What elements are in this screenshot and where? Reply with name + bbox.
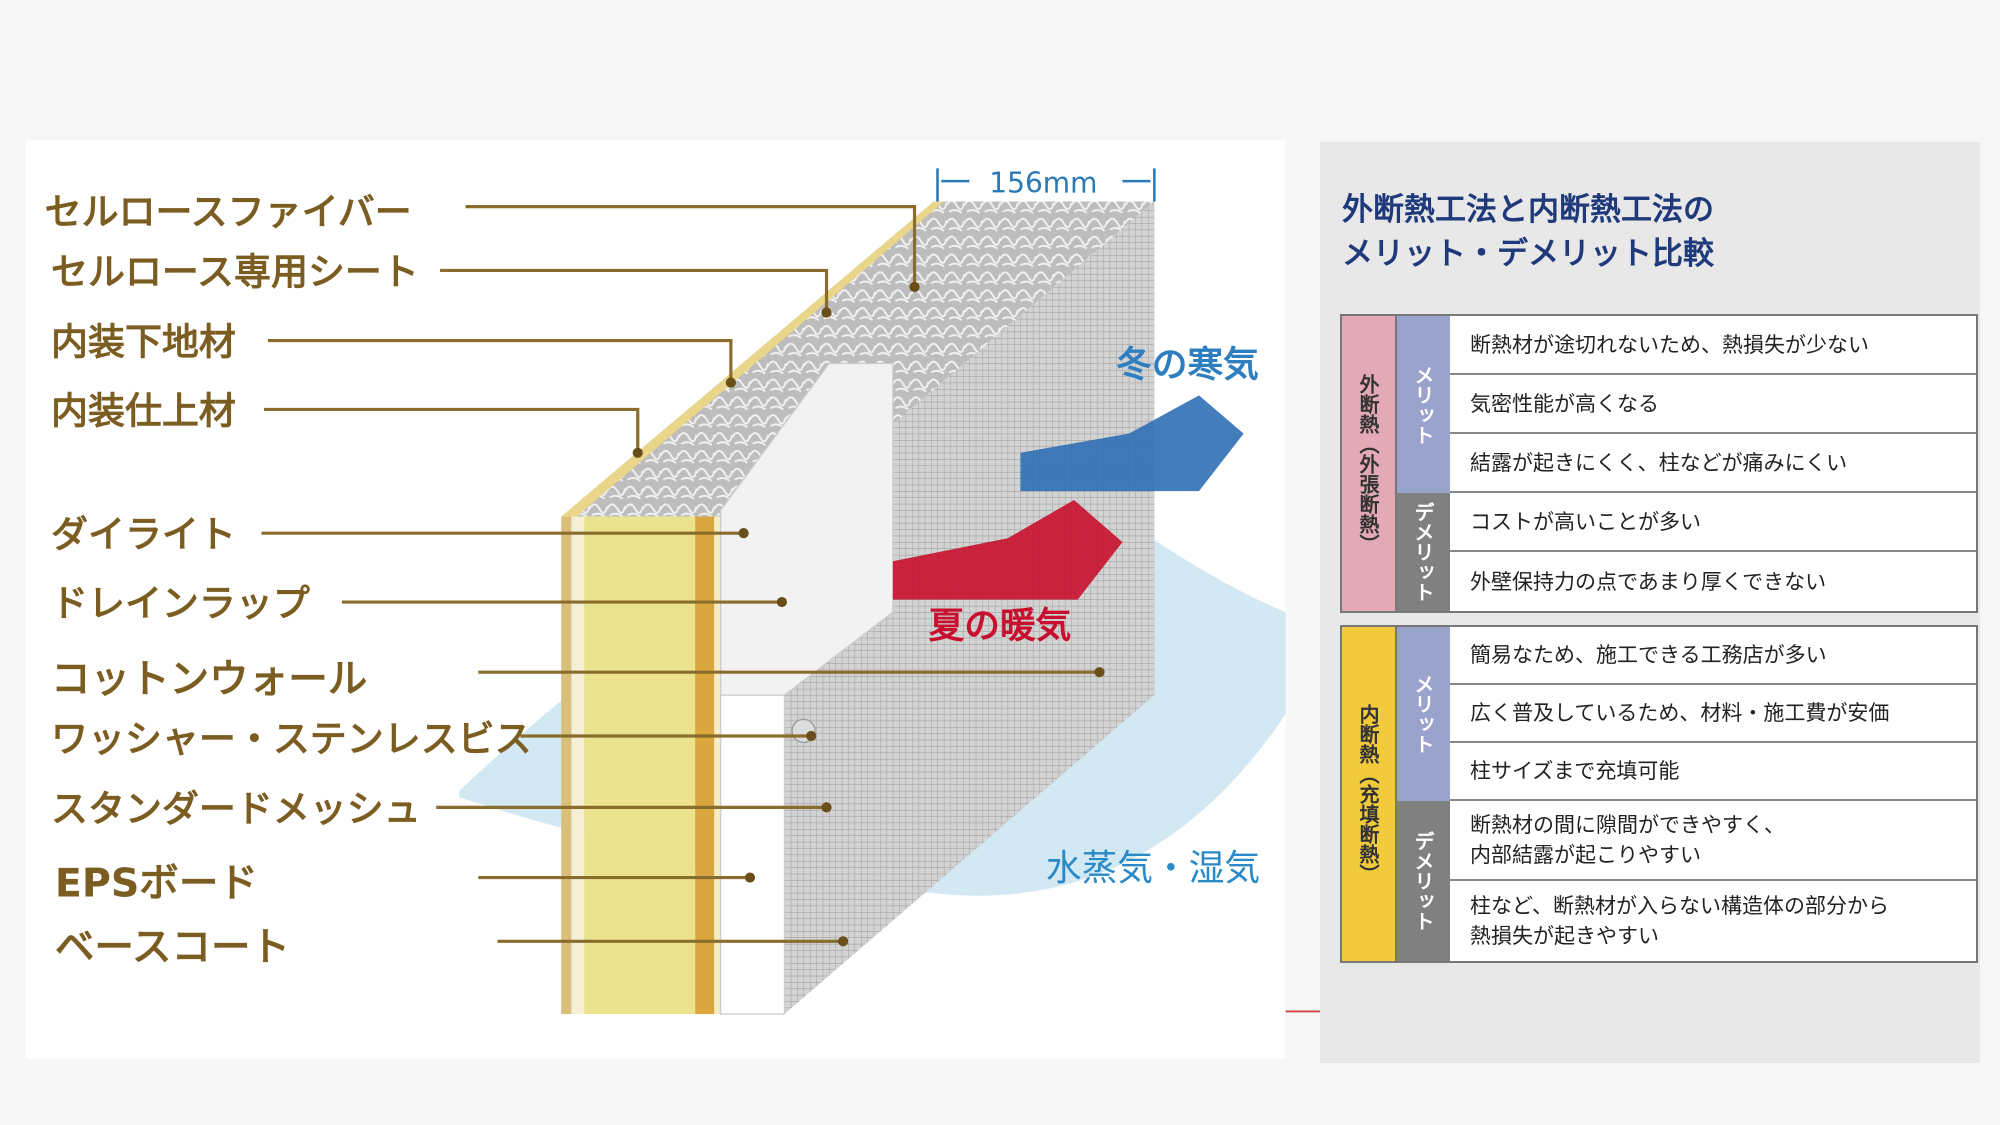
external-insulation-table: 外断熱（外張断熱） メリット 断熱材が途切れないため、熱損失が少ない 気密性能が…: [1340, 314, 1978, 613]
mesh-face: [784, 201, 1155, 1015]
external-merit-2: 気密性能が高くなる: [1450, 375, 1976, 434]
comparison-panel: 外断熱工法と内断熱工法の メリット・デメリット比較 外断熱（外張断熱） メリット…: [1320, 142, 1980, 1063]
label-cellulose-sheet: セルロース専用シート: [51, 250, 419, 293]
label-standard-mesh: スタンダードメッシュ: [51, 787, 421, 830]
internal-merit-1: 簡易なため、施工できる工務店が多い: [1450, 627, 1976, 685]
external-category: 外断熱（外張断熱）: [1342, 316, 1397, 611]
label-interior-finish: 内装仕上材: [51, 389, 236, 432]
winter-air-label: 冬の寒気: [1116, 344, 1259, 385]
cellulose-layer: [584, 516, 696, 1015]
internal-merit-label: メリット: [1397, 627, 1450, 801]
label-cellulose-fiber: セルロースファイバー: [45, 190, 412, 233]
external-demerit-label: デメリット: [1397, 493, 1450, 611]
internal-merit-3: 柱サイズまで充填可能: [1450, 743, 1976, 801]
title-line-2: メリット・デメリット比較: [1342, 236, 1714, 272]
label-eps-board: EPSボード: [55, 861, 258, 907]
winter-arrow: [1020, 395, 1244, 492]
leader-lines: [261, 205, 1100, 943]
cellulose-top-face: [561, 201, 1155, 517]
external-merit-1: 断熱材が途切れないため、熱損失が少ない: [1450, 316, 1976, 375]
label-washer-screw: ワッシャー・ステンレスビス: [51, 717, 532, 760]
internal-demerit-2: 柱など、断熱材が入らない構造体の部分から 熱損失が起きやすい: [1470, 894, 1889, 948]
dimension-label: 156mm: [989, 167, 1097, 200]
label-interior-base: 内装下地材: [51, 321, 236, 364]
external-demerit-1: コストが高いことが多い: [1450, 493, 1976, 552]
internal-demerit-1: 断熱材の間に隙間ができやすく、 内部結露が起こりやすい: [1450, 801, 1976, 881]
external-merit-label: メリット: [1397, 316, 1450, 493]
vapor-label: 水蒸気・湿気: [1046, 848, 1260, 889]
external-merit-3: 結露が起きにくく、柱などが痛みにくい: [1450, 434, 1976, 493]
internal-demerit-label: デメリット: [1397, 801, 1450, 961]
title-line-1: 外断熱工法と内断熱工法の: [1342, 192, 1714, 228]
external-demerit-2: 外壁保持力の点であまり厚くできない: [1470, 569, 1827, 594]
summer-arrow: [892, 500, 1123, 600]
label-base-coat: ベースコート: [55, 924, 290, 970]
comparison-title: 外断熱工法と内断熱工法の メリット・デメリット比較: [1342, 188, 1714, 276]
sheet-edge: [561, 201, 944, 517]
internal-category: 内断熱（充填断熱）: [1342, 627, 1397, 961]
base-layer: [571, 516, 585, 1015]
dailite-layer: [695, 516, 715, 1015]
leader-dots: [632, 281, 1105, 947]
summer-air-label: 夏の暖気: [929, 606, 1072, 647]
internal-merit-2: 広く普及しているため、材料・施工費が安価: [1450, 685, 1976, 743]
eps-board-front: [720, 694, 786, 1015]
finish-layer: [561, 516, 572, 1015]
label-drainwrap: ドレインラップ: [51, 582, 310, 625]
label-dailite: ダイライト: [51, 513, 236, 556]
internal-insulation-table: 内断熱（充填断熱） メリット 簡易なため、施工できる工務店が多い 広く普及してい…: [1340, 625, 1978, 963]
label-cotton-wall: コットンウォール: [51, 657, 367, 703]
